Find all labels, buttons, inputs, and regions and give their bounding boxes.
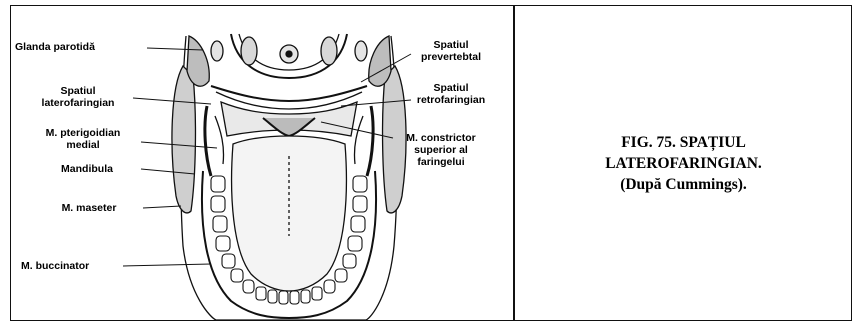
caption-text: FIG. 75. SPAȚIUL LATEROFARINGIAN. (După … <box>605 132 762 195</box>
label-mandibula: Mandibula <box>61 163 113 175</box>
label-spatiul-prevertebral-2: prevertebtal <box>421 51 481 63</box>
label-m-pterigoidian-2: medial <box>66 139 99 151</box>
label-m-constrictor-3: faringelui <box>417 156 464 168</box>
caption-line-1: FIG. 75. SPAȚIUL <box>605 132 762 153</box>
label-m-constrictor-1: M. constrictor <box>406 132 475 144</box>
label-spatiul-prevertebral-1: Spatiul <box>433 39 468 51</box>
label-m-maseter: M. maseter <box>62 202 117 214</box>
label-spatiul-retrofaringian-2: retrofaringian <box>417 94 485 106</box>
anatomical-illustration: Glanda parotidă Spatiul laterofaringian … <box>11 6 512 320</box>
label-m-pterigoidian-1: M. pterigoidian <box>46 127 121 139</box>
label-m-buccinator: M. buccinator <box>21 260 89 272</box>
label-m-constrictor-2: superior al <box>414 144 468 156</box>
label-glanda-parotida: Glanda parotidă <box>15 41 95 53</box>
label-spatiul-retrofaringian-1: Spatiul <box>433 82 468 94</box>
caption-line-3: (După Cummings). <box>605 174 762 195</box>
label-spatiul-laterofaringian-1: Spatiul <box>60 85 95 97</box>
caption-line-2: LATEROFARINGIAN. <box>605 153 762 174</box>
figure-caption: FIG. 75. SPAȚIUL LATEROFARINGIAN. (După … <box>515 5 852 321</box>
label-spatiul-laterofaringian-2: laterofaringian <box>42 97 115 109</box>
